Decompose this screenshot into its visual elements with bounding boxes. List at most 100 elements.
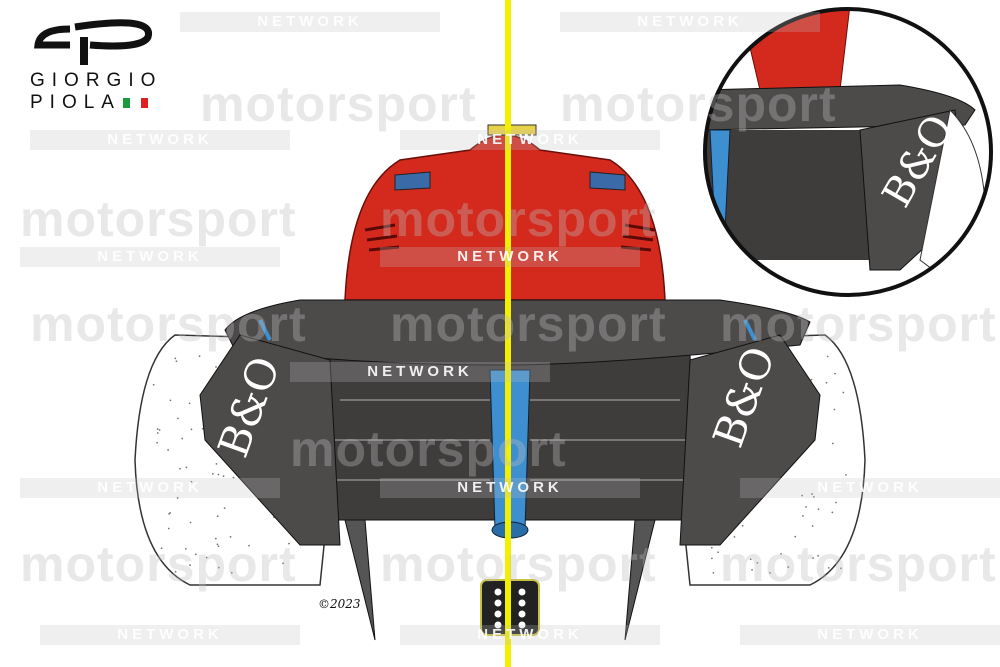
tyre-texture-dot [230, 571, 233, 574]
flag-red [140, 97, 148, 108]
right-endplate [679, 334, 821, 546]
logo-line-2: PIOLA [30, 92, 160, 114]
tyre-texture-dot [158, 429, 161, 431]
tyre-texture-dot [801, 514, 804, 517]
gp-monogram [34, 19, 153, 65]
tyre-texture-dot [751, 569, 753, 571]
rain-light-led [494, 621, 502, 629]
tyre-texture-dot [217, 545, 220, 548]
tyre-texture-dot [787, 566, 790, 568]
cooling-louvres [364, 223, 656, 252]
tyre-texture-dot [717, 551, 719, 554]
tyre-texture-dot [190, 480, 193, 483]
tyre-texture-dot [756, 561, 759, 564]
tyre-texture-dot [222, 475, 225, 478]
tyre-texture-dot [188, 402, 191, 405]
tyre-texture-dot [831, 511, 834, 514]
tyre-texture-dot [811, 493, 814, 495]
rain-light-led [518, 599, 526, 607]
tyre-texture-dot [825, 381, 828, 384]
tyre-texture-dot [712, 571, 715, 574]
rain-light-led [494, 610, 502, 618]
tyre-texture-dot [190, 428, 193, 431]
tyre-texture-dot [215, 463, 218, 465]
tyre-texture-dot [211, 472, 214, 475]
tyre-texture-dot [174, 570, 177, 573]
left-mirror [394, 171, 431, 191]
tyre-texture-dot [710, 546, 713, 549]
tyre-texture-dot [834, 372, 836, 375]
rain-light-led [518, 610, 526, 618]
tyre-texture-dot [156, 441, 159, 444]
tyre-texture-dot [156, 428, 159, 431]
tyre-texture-dot [214, 537, 217, 540]
tyre-texture-dot [177, 417, 179, 420]
tyre-texture-dot [216, 543, 219, 546]
tyre-texture-dot [811, 525, 814, 527]
tyre-texture-dot [198, 355, 201, 358]
tyre-texture-dot [282, 562, 284, 565]
flag-white [131, 97, 139, 108]
tyre-texture-dot [167, 449, 170, 451]
tyre-texture-dot [194, 553, 197, 556]
tyre-texture-dot [711, 557, 713, 560]
inset-border [703, 7, 993, 297]
tyre-texture-dot [845, 473, 847, 476]
tyre-texture-dot [156, 432, 159, 434]
divider-line [505, 0, 511, 667]
tyre-texture-dot [733, 535, 736, 538]
tyre-texture-dot [835, 501, 837, 504]
tyre-texture-dot [826, 355, 829, 358]
tyre-texture-dot [833, 408, 836, 411]
tyre-texture-dot [152, 383, 155, 386]
tyre-texture-dot [179, 467, 181, 470]
tyre-texture-dot [801, 494, 804, 497]
tyre-texture-dot [817, 554, 819, 557]
tyre-texture-dot [741, 524, 744, 527]
tyre-texture-dot [831, 442, 834, 445]
tyre-texture-dot [205, 556, 208, 559]
rear-wing-mainplane [224, 299, 811, 366]
tyre-texture-dot [749, 558, 752, 561]
tyre-texture-dot [215, 366, 217, 368]
tyre-texture-dot [174, 357, 177, 360]
tyre-texture-dot [160, 547, 163, 550]
right-mirror [589, 171, 626, 191]
tyre-texture-dot [175, 360, 178, 363]
artist-signature: ©2023 [318, 597, 361, 611]
tyre-texture-dot [812, 557, 814, 559]
tyre-texture-dot [794, 535, 797, 538]
tyre-texture-dot [223, 507, 226, 510]
tyre-texture-dot [232, 476, 235, 479]
tyre-texture-dot [184, 548, 187, 550]
rain-light-led [518, 588, 526, 596]
giorgio-piola-logo: GIORGIO PIOLA [30, 15, 160, 114]
tyre-texture-dot [810, 378, 813, 381]
tyre-texture-dot [812, 495, 815, 498]
tyre-texture-dot [185, 466, 188, 469]
rain-light-led [518, 621, 526, 629]
left-endplate [199, 334, 341, 546]
tyre-texture-dot [827, 566, 830, 569]
tyre-texture-dot [288, 542, 290, 545]
rain-light-led [494, 599, 502, 607]
rain-light-led [494, 588, 502, 596]
tyre-texture-dot [780, 552, 782, 555]
tyre-texture-dot [805, 506, 807, 508]
tyre-texture-dot [817, 508, 820, 511]
tyre-texture-dot [248, 544, 250, 547]
roll-hoop [487, 124, 537, 136]
tyre-texture-dot [217, 566, 220, 569]
flag-green [122, 97, 130, 108]
tyre-texture-dot [216, 515, 219, 518]
tyre-texture-dot [217, 473, 220, 476]
logo-line-1: GIORGIO [30, 70, 163, 91]
tyre-texture-dot [229, 536, 232, 538]
tyre-texture-dot [181, 437, 184, 440]
tyre-texture-dot [167, 527, 170, 530]
logo-name: PIOLA [30, 92, 121, 113]
tyre-texture-dot [769, 571, 771, 574]
tyre-texture-dot [839, 567, 842, 570]
